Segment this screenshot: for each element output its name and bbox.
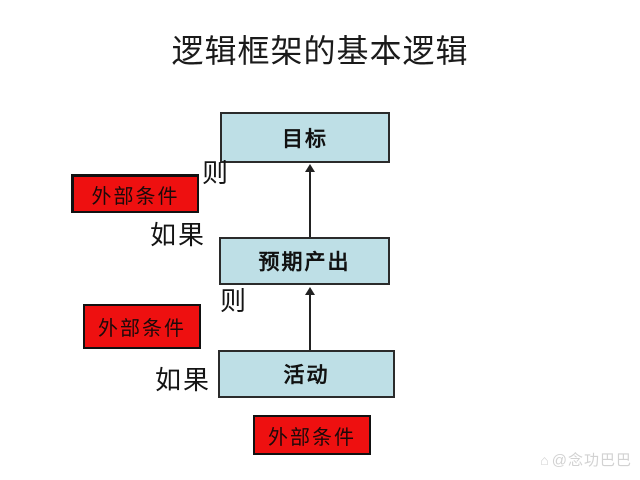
connector-if-label-2: 如果 — [155, 366, 212, 395]
arrow-output-to-goal-line — [309, 170, 311, 237]
connector-then-label-1: 则 — [202, 159, 231, 188]
slide-title: 逻辑框架的基本逻辑 — [171, 33, 469, 69]
external-condition-box-1: 外部条件 — [71, 174, 199, 213]
external-condition-box-2: 外部条件 — [83, 304, 201, 349]
arrow-output-to-goal-head-icon — [305, 164, 315, 172]
connector-if-label-1: 如果 — [150, 221, 207, 250]
node-activity: 活动 — [218, 350, 395, 398]
node-expected-output: 预期产出 — [219, 237, 390, 285]
watermark: ⌂ @念功巴巴 — [540, 449, 632, 470]
connector-then-label-2: 则 — [220, 287, 249, 316]
watermark-text: @念功巴巴 — [551, 452, 632, 469]
arrow-activity-to-output-line — [309, 293, 311, 350]
external-condition-box-3: 外部条件 — [253, 415, 371, 455]
arrow-activity-to-output-head-icon — [305, 287, 315, 295]
watermark-logo-icon: ⌂ — [540, 451, 550, 468]
node-goal: 目标 — [220, 112, 390, 163]
